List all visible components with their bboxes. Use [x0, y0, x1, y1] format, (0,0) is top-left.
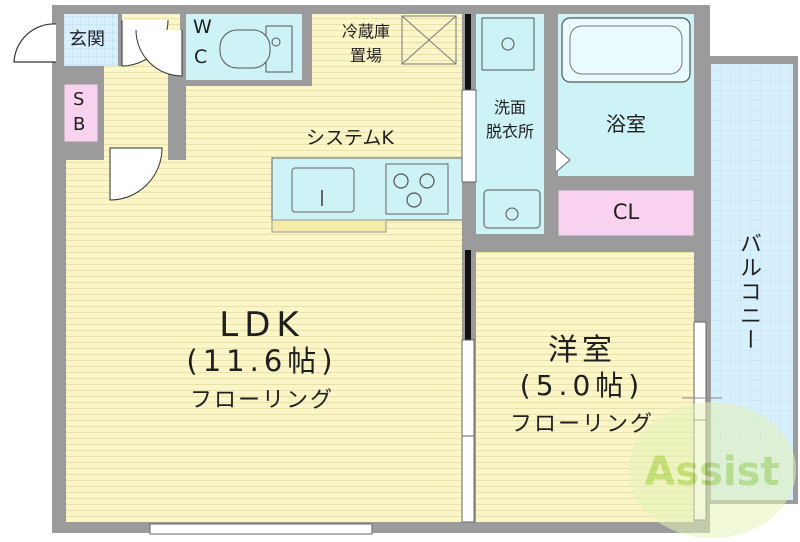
washer-drain: [501, 37, 515, 51]
sb-label-2: B: [73, 114, 86, 135]
vanity-bowl: [505, 207, 519, 221]
partition-wall-5: [168, 80, 186, 160]
burner-2: [419, 173, 435, 189]
entrance-door: [13, 23, 57, 63]
toilet-seat: [219, 29, 271, 69]
vanity-unit: [483, 189, 541, 229]
wc-door: [135, 29, 183, 77]
partition-wall-11: [118, 14, 122, 66]
ldk-name: LDK: [219, 305, 305, 345]
shoe-box: [63, 83, 99, 143]
western-size: (5.0帖): [519, 369, 645, 402]
washroom-door: [461, 89, 477, 183]
dark-wall-1: [465, 14, 471, 90]
partition-wall-7: [302, 14, 312, 86]
western-floor-type: フローリング: [509, 412, 655, 437]
burner-1: [393, 173, 409, 189]
partition-wall-2: [544, 14, 556, 236]
fridge-label-2: 置場: [349, 46, 383, 65]
partition-wall-4: [556, 176, 696, 190]
bathtub-inner: [569, 25, 683, 75]
sliding-door-2: [461, 435, 475, 523]
dark-wall-2: [465, 250, 471, 340]
assist-logo: Assist: [628, 402, 796, 538]
hall-floor: [104, 66, 168, 142]
toilet-button: [271, 37, 281, 47]
bath-door: [555, 147, 571, 173]
washroom-label-2: 脱衣所: [485, 122, 535, 141]
bathtub: [561, 17, 691, 83]
kitchen-label: システムK: [306, 127, 394, 149]
wc-label-1: W: [193, 16, 212, 38]
ldk-size: (11.6帖): [186, 344, 338, 378]
stove-box: [385, 163, 449, 215]
sliding-door-1: [461, 339, 475, 437]
logo-wordmark: Assist: [644, 449, 779, 495]
western-name: 洋室: [548, 333, 616, 368]
closet: [557, 189, 695, 237]
partition-wall-6: [186, 80, 312, 86]
sb-label-1: S: [73, 89, 85, 110]
partition-wall-8: [64, 142, 104, 160]
fridge-area-floor: [312, 14, 464, 86]
window-south: [149, 523, 373, 535]
closet-label: CL: [612, 200, 640, 224]
genkan-label: 玄関: [69, 29, 105, 50]
wc-label-2: C: [194, 46, 208, 68]
ldk-floor-type: フローリング: [189, 388, 335, 413]
ldk-door: [109, 147, 163, 201]
bath-label: 浴室: [606, 112, 646, 136]
fridge-label-1: 冷蔵庫: [341, 22, 391, 41]
burner-3: [406, 192, 422, 208]
genkan-floor: [64, 14, 118, 66]
kitchen-upper-floor: [186, 86, 464, 160]
balcony-label: バルコニー: [736, 232, 761, 352]
washer-pan: [481, 17, 535, 71]
partition-wall-3: [474, 236, 696, 252]
partition-wall-10: [64, 66, 104, 84]
washroom-label-1: 洗面: [493, 98, 527, 117]
fridge-cross-b: [401, 15, 457, 65]
counter-ledge: [271, 219, 387, 233]
partition-wall-9: [98, 66, 104, 142]
fridge-space: [401, 15, 457, 65]
